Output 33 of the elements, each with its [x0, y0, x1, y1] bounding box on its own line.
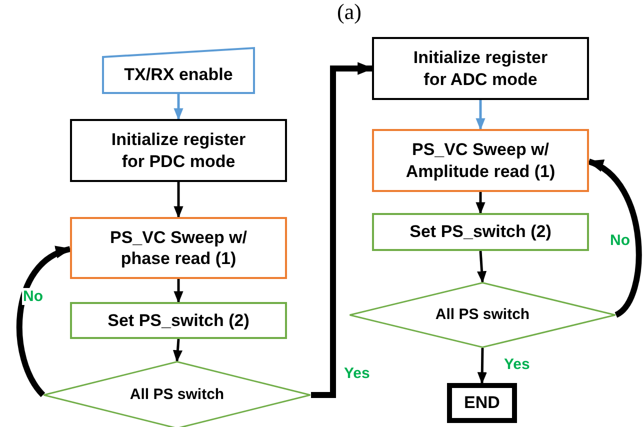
arrow	[174, 94, 184, 120]
node-text: END	[464, 392, 500, 414]
arrow	[476, 100, 486, 130]
node-text: TX/RX enable	[124, 64, 233, 86]
input-box	[102, 47, 255, 94]
node-text: Initialize register for PDC mode	[110, 129, 247, 172]
arrow	[477, 348, 487, 384]
node-text: PS_VC Sweep w/ Amplitude read (1)	[404, 139, 556, 182]
decision-diamond	[43, 361, 311, 427]
node-text: Set PS_switch (2)	[108, 310, 250, 332]
process-box	[372, 129, 589, 192]
arrow	[477, 250, 487, 284]
process-box	[70, 217, 287, 279]
node-text: Set PS_switch (2)	[410, 221, 552, 243]
arrow	[174, 182, 184, 218]
arrow	[16, 246, 72, 397]
process-box	[70, 119, 287, 182]
node-text: Initialize register for ADC mode	[412, 47, 549, 90]
arrow	[588, 158, 642, 318]
node-text: All PS switch	[435, 306, 530, 324]
arrow	[172, 338, 183, 362]
arrow	[311, 62, 374, 398]
end-terminal-box	[447, 383, 517, 423]
process-box	[372, 213, 589, 251]
process-box	[70, 302, 287, 339]
decision-diamond	[349, 282, 616, 348]
process-box	[372, 37, 589, 100]
arrow	[476, 192, 486, 214]
panel-label: (a)	[337, 0, 362, 25]
node-text: All PS switch	[130, 386, 224, 404]
arrow	[174, 279, 184, 304]
edge-label: No	[22, 288, 44, 305]
node-text: PS_VC Sweep w/ phase read (1)	[109, 226, 248, 270]
